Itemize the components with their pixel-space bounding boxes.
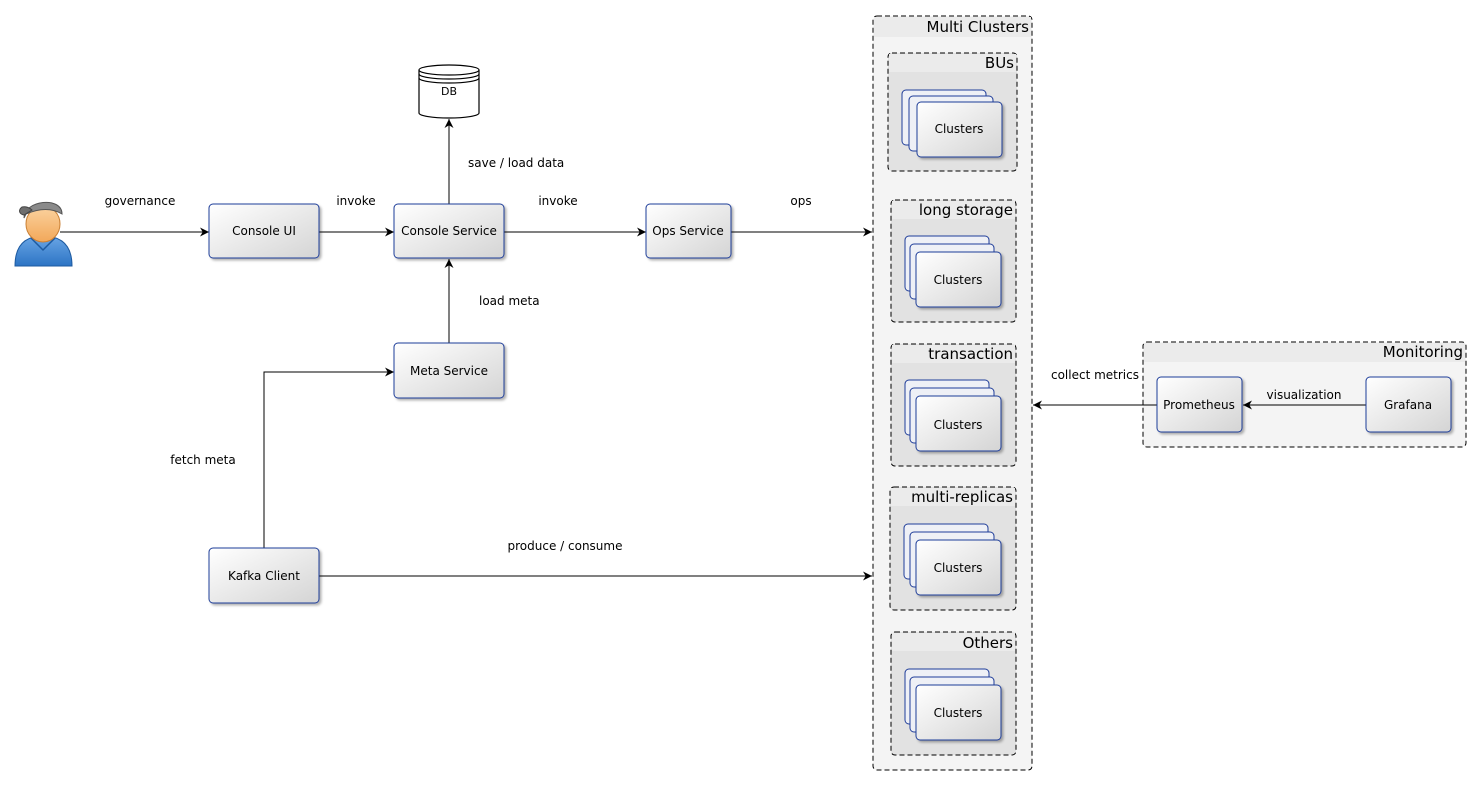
label-collect-metrics: collect metrics xyxy=(1051,368,1139,382)
cluster-label: Clusters xyxy=(934,418,983,432)
prometheus-node[interactable]: Prometheus xyxy=(1156,376,1243,433)
subgroup-title: transaction xyxy=(928,345,1013,363)
edge-fetch-meta xyxy=(263,367,394,548)
meta-service-node[interactable]: Meta Service xyxy=(393,342,505,399)
edge-labels: governance invoke invoke ops save / load… xyxy=(105,156,1342,553)
multi-clusters-title: Multi Clusters xyxy=(927,18,1030,36)
subgroup-others: Others Clusters xyxy=(890,631,1017,756)
cluster-label: Clusters xyxy=(934,273,983,287)
label-load-meta: load meta xyxy=(479,294,540,308)
meta-service-label: Meta Service xyxy=(410,364,488,378)
cluster-stack[interactable]: Clusters xyxy=(903,523,1002,596)
label-invoke: invoke xyxy=(538,194,577,208)
subgroup-title: multi-replicas xyxy=(911,488,1013,506)
grafana-label: Grafana xyxy=(1384,398,1432,412)
label-invoke: invoke xyxy=(336,194,375,208)
cluster-stack[interactable]: Clusters xyxy=(904,235,1002,308)
cluster-stack[interactable]: Clusters xyxy=(904,379,1002,452)
console-service-node[interactable]: Console Service xyxy=(393,203,505,259)
subgroup-bus: BUs Clusters xyxy=(887,52,1018,172)
edges xyxy=(60,119,1366,581)
console-ui-label: Console UI xyxy=(232,224,296,238)
prometheus-label: Prometheus xyxy=(1163,398,1235,412)
label-save-load-data: save / load data xyxy=(468,156,564,170)
cluster-stack[interactable]: Clusters xyxy=(904,668,1002,741)
monitoring-title: Monitoring xyxy=(1383,343,1463,361)
label-fetch-meta: fetch meta xyxy=(170,453,235,467)
subgroup-multi-replicas: multi-replicas Clusters xyxy=(889,486,1017,611)
label-visualization: visualization xyxy=(1267,388,1342,402)
db-label: DB xyxy=(441,85,457,98)
ops-service-label: Ops Service xyxy=(652,224,723,238)
console-ui-node[interactable]: Console UI xyxy=(208,203,320,259)
label-produce-consume: produce / consume xyxy=(508,539,623,553)
user-icon xyxy=(14,201,73,267)
console-service-label: Console Service xyxy=(401,224,497,238)
kafka-client-label: Kafka Client xyxy=(228,569,300,583)
subgroup-title: long storage xyxy=(919,201,1013,219)
cluster-label: Clusters xyxy=(934,561,983,575)
cluster-stack[interactable]: Clusters xyxy=(901,89,1003,158)
label-ops: ops xyxy=(790,194,811,208)
cluster-label: Clusters xyxy=(934,706,983,720)
db-node[interactable]: DB xyxy=(418,64,480,119)
grafana-node[interactable]: Grafana xyxy=(1365,376,1452,433)
ops-service-node[interactable]: Ops Service xyxy=(645,203,732,259)
cluster-label: Clusters xyxy=(935,122,984,136)
subgroup-long-storage: long storage Clusters xyxy=(890,199,1017,323)
subgroup-title: Others xyxy=(963,634,1014,652)
label-governance: governance xyxy=(105,194,176,208)
kafka-client-node[interactable]: Kafka Client xyxy=(208,547,320,604)
subgroup-transaction: transaction Clusters xyxy=(890,343,1017,467)
subgroup-title: BUs xyxy=(985,54,1014,72)
